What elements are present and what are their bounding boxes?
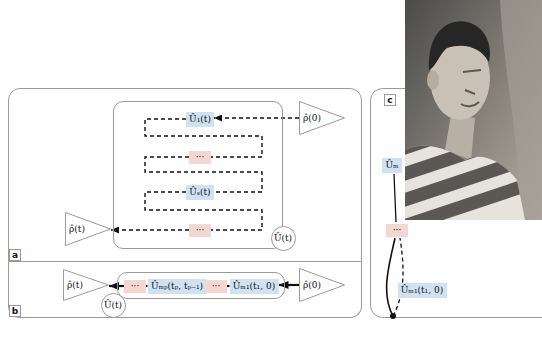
shirt-stripes	[405, 94, 542, 220]
start-dot	[390, 313, 396, 319]
hair	[429, 21, 490, 70]
operator-box: Ûₘₚ(tₚ, tₚ₋₁)	[148, 279, 207, 294]
ellipsis-label: ···	[196, 152, 205, 162]
portrait-photo	[405, 0, 542, 220]
ellipsis-box: ···	[189, 151, 211, 164]
flow-connector	[214, 117, 299, 118]
operator-circle: Û(t)	[101, 293, 126, 318]
operator-label: Ûₘ₁(t₁, 0)	[401, 285, 443, 295]
state-label: ρ̂(t)	[67, 280, 83, 290]
operator-label: Ûₘₚ(tₚ, tₚ₋₁)	[151, 281, 203, 291]
ellipsis-label: ···	[131, 281, 140, 291]
operator-box: Ûₘ₁(t₁, 0)	[230, 279, 279, 294]
state-label: ρ̂(0)	[303, 280, 321, 290]
operator-box: Û(t)···Ûₘₚ(tₚ, tₚ₋₁)···Ûₘ₁(t₁, 0)	[117, 272, 285, 299]
ellipsis-box: ···	[124, 280, 146, 293]
panel-label-box: b	[9, 305, 21, 317]
operator-box: Û₁(t)	[186, 112, 214, 127]
state-triangle: ρ̂(t)	[65, 212, 111, 246]
panel-label: c	[387, 96, 392, 105]
panel-label-box: a	[9, 249, 21, 261]
ear	[427, 70, 439, 90]
panel-frame: cÛₘ ··· Ûₘ₁(t₁, 0)	[370, 88, 542, 318]
panel-label: b	[12, 307, 18, 316]
panel-label-box: c	[384, 94, 396, 106]
state-label: ρ̂(t)	[69, 224, 85, 234]
triangle-shape	[300, 269, 345, 302]
operator-label: Ûₘ	[385, 160, 398, 170]
operator-circle: Û(t)	[271, 226, 296, 251]
triangle-shape	[300, 102, 345, 135]
operator-box: Ûₛ(t)	[186, 185, 214, 200]
panel-frame: a Û(t) Û₁(t) ··· Ûₛ(t) ··· ρ̂(0) ρ̂(t)	[8, 88, 362, 262]
operator-label: Ûₛ(t)	[189, 187, 210, 197]
state-label: ρ̂(0)	[303, 113, 321, 123]
ellipsis-label: ···	[393, 225, 402, 235]
ellipsis-label: ···	[196, 225, 205, 235]
flow-connector	[111, 229, 189, 230]
flow-connector	[279, 284, 300, 286]
state-triangle: ρ̂(t)	[63, 269, 109, 301]
state-triangle: ρ̂(0)	[299, 268, 345, 302]
operator-label: Û₁(t)	[189, 114, 211, 124]
triangle-shape	[64, 270, 109, 301]
operator-box: Ûₘ	[382, 158, 402, 173]
panel-frame: b ρ̂(t) Û(t) ··· Ûₘₚ(tₚ, tₚ₋₁) ··· Ûₘ₁(t₁, 0) ρ…	[8, 262, 362, 318]
operator-box: Ûₘ₁(t₁, 0)	[398, 283, 447, 298]
ellipsis-box: ···	[205, 280, 227, 293]
operator-label: Û(t)	[104, 300, 122, 310]
operator-label: Ûₘ₁(t₁, 0)	[233, 281, 275, 291]
trajectory-line	[393, 238, 403, 316]
striped-shirt	[405, 94, 542, 220]
face-features	[461, 70, 481, 106]
ellipsis-label: ···	[212, 281, 221, 291]
trajectory-line	[387, 238, 395, 316]
panel-label: a	[12, 251, 18, 260]
triangle-shape	[66, 213, 111, 246]
operator-box: Û(t)Û₁(t)···Ûₛ(t)···	[113, 101, 283, 249]
trajectory-line	[394, 174, 396, 222]
ellipsis-box: ···	[386, 224, 408, 237]
operator-label: Û(t)	[274, 233, 292, 243]
ellipsis-box: ···	[189, 224, 211, 237]
state-triangle: ρ̂(0)	[299, 101, 345, 135]
